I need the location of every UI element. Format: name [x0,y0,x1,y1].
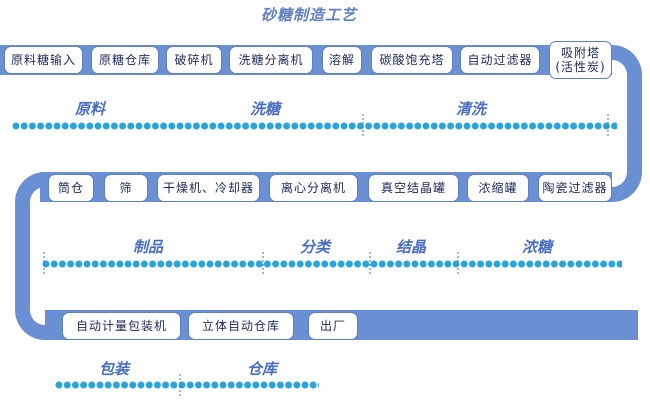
stage-label-concentrated-sugar: 浓糖 [522,238,553,256]
stage-dots-row1-svg [12,121,617,131]
process-dissolving: 溶解 [322,46,362,74]
process-crusher: 破碎机 [166,46,222,74]
stage-dots-row1 [12,121,617,131]
adsorption-tower-line2: (活性炭) [555,60,606,74]
process-sugar-washing-separator: 洗糖分离机 [229,46,313,74]
stage-label-warehouse: 仓库 [247,360,278,378]
stage-dots-row3-svg [55,380,319,390]
stage-dots-row2 [42,259,622,269]
process-dryer-cooler: 干燥机、冷却器 [157,174,260,202]
process-sieve: 筛 [104,174,148,202]
process-raw-sugar-warehouse: 原糖仓库 [91,46,159,74]
stage-label-raw-material: 原料 [75,100,106,118]
process-shipment: 出厂 [308,312,358,340]
stage-label-packaging: 包装 [99,360,130,378]
process-silo: 筒仓 [48,174,94,202]
process-adsorption-tower: 吸附塔 (活性炭) [549,41,612,79]
process-carbonation-tower: 碳酸饱充塔 [371,46,453,74]
process-vacuum-crystallizer: 真空结晶罐 [368,174,459,202]
stage-label-products: 制品 [133,238,164,256]
process-raw-sugar-input: 原料糖输入 [4,46,83,74]
stage-label-classification: 分类 [300,238,331,256]
stage-label-sugar-washing: 洗糖 [250,100,281,118]
process-centrifuge: 离心分离机 [269,174,358,202]
adsorption-tower-line1: 吸附塔 [560,46,600,60]
stage-dots-row3 [55,380,319,390]
process-automated-warehouse: 立体自动仓库 [188,312,294,340]
diagram-title: 砂糖制造工艺 [260,6,357,24]
process-ceramic-filter: 陶瓷过滤器 [538,174,612,202]
process-auto-filter: 自动过滤器 [460,46,540,74]
process-auto-weighing-packer: 自动计量包装机 [62,312,181,340]
process-concentration-tank: 浓缩罐 [467,174,529,202]
stage-label-crystallization: 结晶 [396,238,427,256]
stage-label-cleaning: 清洗 [456,100,487,118]
stage-dots-row2-svg [42,259,622,269]
